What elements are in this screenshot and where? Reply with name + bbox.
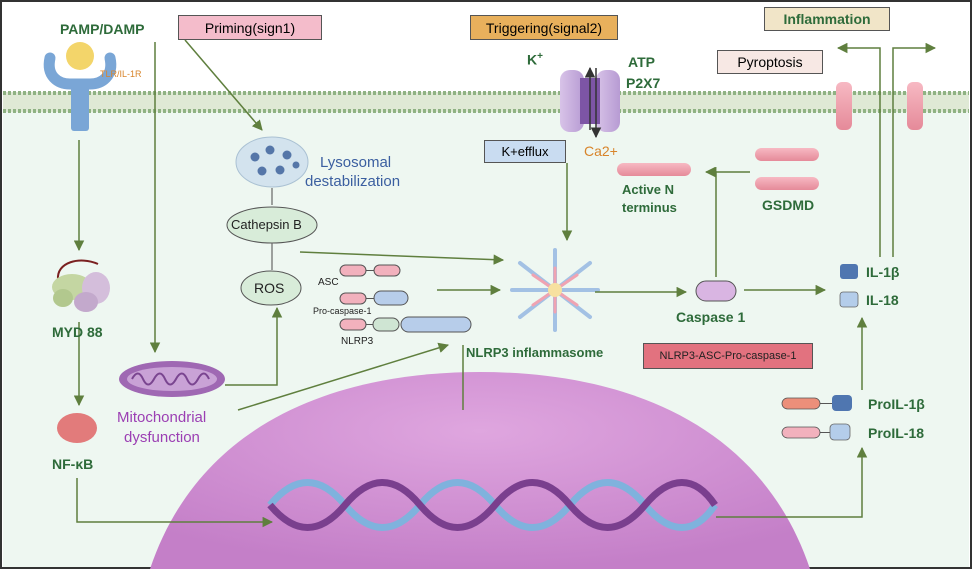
lysosomal-label-line1: Lysosomal (320, 154, 392, 171)
caspase-1-icon (695, 280, 737, 302)
mitochondrion-icon (119, 361, 225, 397)
triggering-signal-box: Triggering(signal2) (470, 15, 618, 40)
k-efflux-box: K+efflux (484, 140, 566, 163)
gsdmd-pore-icon (617, 82, 923, 190)
pro-caspase-1-label: Pro-caspase-1 (313, 306, 372, 316)
active-n-label-line1: Active N (622, 182, 675, 197)
ros-node (240, 270, 302, 306)
priming-signal-box: Priming(sign1) (178, 15, 322, 40)
ros-label: ROS (254, 280, 285, 296)
mitochondrial-label-line2: dysfunction (124, 429, 200, 446)
caspase-1-label: Caspase 1 (676, 309, 746, 325)
il-1b-label: IL-1β (866, 264, 900, 280)
nlrp3-inflammasome-label: NLRP3 inflammasome (466, 345, 604, 360)
dna-helix (267, 479, 718, 531)
asc-label: ASC (318, 277, 339, 288)
pathway-arrows (73, 39, 937, 528)
tlr-receptor-icon (43, 42, 117, 131)
cathepsin-b-label: Cathepsin B (231, 217, 302, 232)
nucleus (150, 372, 810, 569)
gsdmd-label: GSDMD (762, 197, 815, 213)
il-18-label: IL-18 (866, 292, 899, 308)
active-n-label-line2: terminus (622, 200, 677, 215)
pamp-damp-label: PAMP/DAMP (60, 21, 145, 37)
il-18-icon (839, 291, 859, 308)
atp-label: ATP (628, 54, 655, 70)
pro-il-18-icon (781, 423, 851, 441)
inflammation-box: Inflammation (764, 7, 890, 31)
pyroptosis-box: Pyroptosis (717, 50, 823, 74)
myd88-protein-icon (52, 259, 110, 312)
mitochondrial-label-line1: Mitochondrial (117, 409, 207, 426)
p2x7-label: P2X7 (626, 75, 661, 91)
cell-membrane (3, 91, 969, 113)
nlrp3-label: NLRP3 (341, 336, 374, 347)
pro-il-1b-label: ProIL-1β (868, 396, 925, 412)
il-1b-icon (840, 264, 858, 279)
nf-kb-icon (57, 413, 97, 443)
lysosomal-label-line2: destabilization (305, 173, 401, 190)
lysosome-icon (235, 136, 309, 188)
pro-il-18-label: ProIL-18 (868, 425, 925, 441)
myd88-label: MYD 88 (52, 324, 103, 340)
ca2-label: Ca2+ (584, 143, 618, 159)
nf-kb-label: NF-κB (52, 456, 94, 472)
nlrp3-asc-procaspase-box: NLRP3-ASC-Pro-caspase-1 (643, 343, 813, 369)
k-plus-label: K+ (527, 51, 543, 68)
nlrp3-inflammasome-icon (510, 248, 600, 332)
p2x7-channel-icon (560, 66, 620, 139)
tlr-label: TLR/IL-1R (100, 69, 142, 79)
pro-il-1b-icon (781, 395, 852, 411)
inflammasome-components-icon (339, 264, 472, 333)
